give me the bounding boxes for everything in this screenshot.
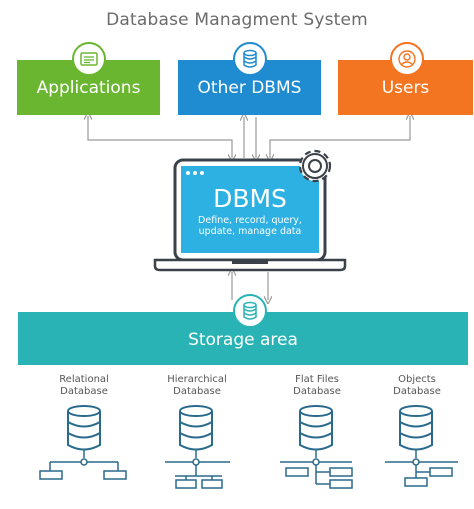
gear-icon — [298, 149, 332, 183]
database-label-hierarchical: Hierarchical Database — [152, 374, 242, 398]
users-label: Users — [381, 77, 430, 98]
storage-database-icon — [233, 294, 267, 328]
dbms-description-line1: Define, record, query, — [198, 215, 302, 226]
database-label-line2: Database — [173, 386, 221, 397]
arrow-applications — [88, 116, 232, 158]
dbms-description-line2: update, manage data — [198, 226, 302, 237]
arrow-users — [270, 116, 410, 158]
database-icon — [233, 42, 267, 76]
database-label-line1: Objects — [398, 374, 436, 385]
relational-database-icon — [39, 405, 127, 480]
dbms-description: Define, record, query, update, manage da… — [180, 215, 320, 237]
database-label-relational: Relational Database — [39, 374, 129, 398]
database-label-objects: Objects Database — [372, 374, 462, 398]
hierarchical-database-icon — [165, 405, 230, 489]
flat-files-database-icon — [280, 405, 353, 489]
applications-label: Applications — [36, 77, 141, 98]
database-label-line1: Relational — [59, 374, 109, 385]
user-icon — [390, 42, 424, 76]
dbms-title: DBMS — [213, 184, 287, 213]
database-label-line2: Database — [293, 386, 341, 397]
laptop-icon — [153, 158, 347, 272]
database-label-line2: Database — [393, 386, 441, 397]
database-schemas — [39, 405, 458, 489]
objects-database-icon — [385, 405, 458, 487]
document-icon — [72, 42, 106, 76]
other-dbms-label: Other DBMS — [197, 77, 302, 98]
database-label-line2: Database — [60, 386, 108, 397]
database-label-flat-files: Flat Files Database — [272, 374, 362, 398]
database-label-line1: Flat Files — [295, 374, 339, 385]
page-title: Database Managment System — [106, 10, 368, 30]
storage-area-label: Storage area — [188, 330, 298, 350]
database-label-line1: Hierarchical — [167, 374, 227, 385]
